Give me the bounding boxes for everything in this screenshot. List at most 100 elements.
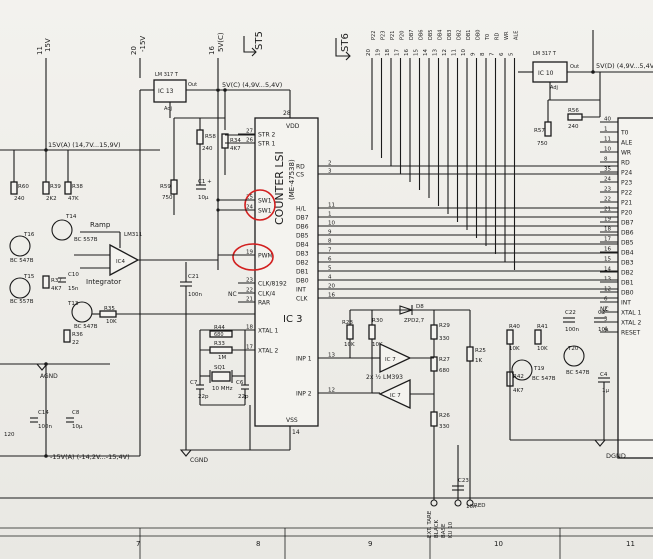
st6-pin-label: P23 [381, 31, 387, 40]
r30-value: 10K [372, 342, 383, 348]
mcu-support: R57 750 R56 240 R40 10K R41 10K R42 4K7 … [506, 72, 653, 460]
r38-label: R38 [72, 184, 83, 190]
st6-pin-label: DB5 [428, 30, 434, 40]
mcu-pin-label: RD [621, 160, 630, 167]
ic3-right-pin-num: 6 [328, 257, 332, 263]
r60-value: 240 [14, 196, 25, 202]
red-label: RED [474, 503, 486, 509]
mcu-pin-num: 14 [604, 267, 611, 273]
ic3-left-pin-label: SW1 [258, 198, 272, 205]
c21-value: 100n [188, 292, 202, 298]
t19-label: T19 [533, 366, 545, 372]
ic3-right-pin-num: 3 [328, 169, 332, 175]
mcu-pin-label: WR [621, 150, 631, 157]
ic3-right-pin-label: INP 1 [296, 356, 312, 363]
st6-pin-num: 17 [395, 49, 401, 56]
ic13-part: LM 317 T [155, 72, 179, 78]
ic10-out: Out [570, 64, 579, 70]
cgnd-bus: CGND [179, 405, 290, 464]
c6-label: C6 [236, 380, 244, 386]
ramp-label: Ramp [90, 221, 111, 229]
ic3-left-pin-num: 22 [246, 288, 253, 294]
ic3-left-pin-label: PWM [258, 253, 273, 260]
st6-pin-label: ALE [514, 31, 520, 40]
st5-pin-16: 16 [208, 46, 216, 55]
mcu-pin-label: T0 [620, 130, 629, 137]
r44-label: R44 [214, 325, 225, 331]
ic4-label: IC4 [116, 259, 125, 265]
mcu-pin-num: 23 [604, 187, 611, 193]
cgnd-label: CGND [190, 457, 208, 464]
st6-pin-label: DB6 [419, 30, 425, 40]
sq1-value: 10 MHz [212, 386, 233, 392]
c8-value: 10µ [72, 424, 83, 430]
mcu-pin-label: DB4 [621, 250, 634, 257]
ic3-left-pin-label: CLK/4 [258, 291, 275, 298]
ic3-right-pin-num: 5 [328, 266, 332, 272]
st5-label: ST5 [254, 31, 265, 50]
ic3-left-pin-num: 27 [246, 129, 253, 135]
mcu-pin-label: DB3 [621, 260, 634, 267]
dgnd-label: DGND [606, 452, 626, 460]
ic3-left-pin-label: SW1 [258, 208, 272, 215]
r57-label: R57 [534, 128, 545, 134]
r30-label: R30 [372, 318, 383, 324]
c8-label: C8 [72, 410, 80, 416]
st6-pin-label: P20 [400, 31, 406, 40]
mcu-pin-num: 17 [604, 237, 611, 243]
ic3-right-pin-label: H/L [296, 206, 307, 213]
ic3-left-pin-num: 25 [246, 195, 253, 201]
integrator-label: Integrator [86, 278, 121, 286]
ic7-part: 2x ½ LM393 [366, 374, 403, 381]
st6-pin-num: 18 [385, 49, 391, 56]
r25-label: R25 [475, 348, 486, 354]
st6-pin-num: 12 [442, 49, 448, 56]
connector-st6: ST6 20P2219P2318P2117P2016DB715DB614DB51… [335, 30, 520, 145]
ic3-right-pin-num: 11 [328, 203, 335, 209]
ic3-name: IC 3 [283, 314, 302, 325]
grid-number-9: 9 [368, 540, 372, 548]
mcu-pin-label: P21 [621, 200, 632, 207]
grid-number-7: 7 [136, 540, 140, 548]
r26-label: R26 [439, 413, 450, 419]
r56-value: 240 [568, 124, 579, 130]
r29-label: R29 [439, 323, 450, 329]
t16-type: BC 547B [10, 258, 34, 264]
ic3-pin-vss-num: 14 [292, 429, 300, 436]
c14-value: 100n [38, 424, 52, 430]
c23-value: 10n [466, 504, 477, 510]
r59-label: R59 [160, 184, 171, 190]
st6-pin-num: 14 [423, 49, 429, 56]
c2-value: 10µ [598, 327, 609, 333]
ic13-out: Out [188, 82, 197, 88]
st6-pin-num: 7 [490, 52, 496, 56]
st6-pin-label: P22 [371, 31, 377, 40]
mcu-pin-label: P20 [621, 210, 632, 217]
connector-st5: 11 15V 20 -15V 16 5V(C) ST5 [36, 31, 265, 150]
ext-tare-label: EXT. TARE [427, 510, 433, 538]
t14-label: T14 [65, 214, 77, 220]
c7-label: C7 [190, 380, 198, 386]
ic3-left-pin-label: STR 2 [258, 132, 276, 139]
ic3-left-pin-label: XTAL 1 [258, 328, 279, 335]
r41-label: R41 [537, 324, 548, 330]
rail-m15va-label: -15V(A) (-14,2V...-15,4V) [50, 453, 130, 461]
ic3-right-pin-num: 9 [328, 230, 332, 236]
c10-label: C10 [68, 272, 79, 278]
ic7b-label: IC 7 [390, 393, 401, 399]
r56-label: R56 [568, 108, 579, 114]
base-label: BASE [441, 523, 447, 538]
c23-label: C23 [458, 478, 469, 484]
c21-label: C21 [188, 274, 199, 280]
r38-value: 47K [68, 196, 79, 202]
t20-label: T20 [567, 346, 579, 352]
mcu-pin-label: P23 [621, 180, 632, 187]
mcu-pin-num: 4 [604, 327, 608, 333]
ic3-right-pin-label: DB4 [296, 242, 309, 249]
ic3-part-label: (ME-47538) [288, 159, 296, 200]
ic10-name: IC 10 [538, 70, 554, 77]
st5-pin-m15v: -15V [139, 36, 147, 52]
mcu-pin-label: XTAL 2 [621, 320, 642, 327]
t16-label: T16 [23, 232, 35, 238]
